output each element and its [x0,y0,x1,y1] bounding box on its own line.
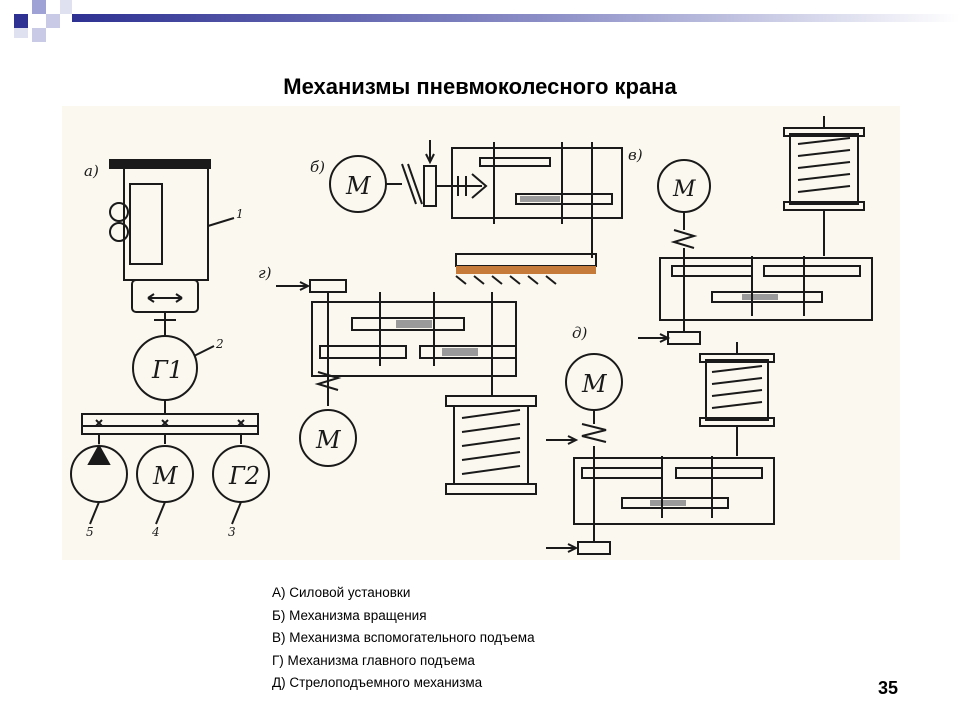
brake-coupling [386,163,423,205]
panel-slewing: б) М [310,140,623,285]
brake-arrow [546,435,579,445]
generator-g2-label: Г2 [228,462,260,490]
slewing-ring-base [456,266,596,274]
drum-flange [445,483,537,495]
gearbox-housing [573,457,775,525]
bevel-gear [471,173,488,199]
gear-teeth [520,196,560,202]
header-square [14,28,28,38]
motor-label: М [315,426,342,454]
engine-side [129,183,163,265]
header-square [32,28,46,42]
header-square [14,14,28,28]
input-shaft [436,176,482,196]
callout-1: 1 [236,207,244,221]
drum-rope [797,137,851,193]
brake-arrow [638,333,671,343]
header-square [60,0,72,14]
gear-stage-3 [419,345,517,359]
callout-line-2 [193,345,215,357]
header-gradient-bar [72,14,960,22]
motor-label: М [152,462,179,490]
gearbox-housing [311,301,517,377]
hoist-drum [789,133,859,205]
motor-label: М [672,177,696,202]
hoist-drum [705,359,769,421]
bearing-marks [95,419,245,427]
kinematic-diagram: а) 1 Г1 2 М Г2 5 [62,106,900,560]
panel-aux-hoist: в) М [628,116,873,345]
figure-legend: А) Силовой установки Б) Механизма вращен… [272,582,535,695]
gear-stage-2 [763,265,861,277]
gear-stage-1 [351,317,465,331]
gear-teeth [742,294,778,300]
coupling [314,371,342,391]
gearbox-shafts [593,446,713,542]
output-shafts [98,434,242,444]
pulley [109,222,129,242]
gear-teeth [442,348,478,356]
gearbox-housing [659,257,873,321]
gear-stage-3 [621,497,729,509]
ground-hatch [455,275,557,285]
panel-label-g: г) [258,264,272,282]
drum-rope [711,365,763,409]
page-number: 35 [878,678,899,698]
gear-stage-1 [479,157,551,167]
panel-label-a: а) [84,162,99,180]
callout-5: 5 [86,525,94,539]
slide-title: Механизмы пневмоколесного крана [283,74,677,99]
coupling [581,410,607,443]
gear-teeth [396,320,432,328]
panel-power-unit: а) 1 Г1 2 М Г2 5 [70,159,270,539]
panel-label-b: б) [310,158,325,176]
brake-arrow [546,543,579,553]
engine-top-plate [109,159,211,169]
panel-main-hoist: г) М [258,264,537,495]
clutch-arrow [147,293,183,303]
panel-boom-hoist: д) М [546,324,775,555]
legend-item-g: Г) Механизма главного подъема [272,652,475,668]
gear-stage-2 [319,345,407,359]
legend-item-v: В) Механизма вспомогательного подъема [272,630,535,645]
callout-3: 3 [228,525,236,539]
callout-4: 4 [151,525,160,539]
legend-item-b: Б) Механизма вращения [272,607,427,623]
gearbox-shafts [327,292,493,406]
generator-g1-label: Г1 [151,356,183,384]
panel-label-v: в) [628,146,643,164]
transfer-gearbox-lower [81,425,259,435]
motor-label: М [345,172,372,200]
pulley [109,202,129,222]
legend-item-a: А) Силовой установки [272,585,411,600]
header-decoration [14,0,960,42]
drive-shaft [154,312,176,336]
gear-stage-3 [711,291,823,303]
brake-arrow [276,281,311,291]
callout-line-1 [207,217,235,227]
drum-rope [461,409,521,475]
panel-label-d: д) [572,324,588,342]
header-square [32,0,46,14]
brake-arrow [425,140,435,165]
coupling [670,212,698,249]
gearbox-shafts [683,248,805,332]
header-square [46,14,60,28]
gearbox-housing [451,147,623,219]
callout-2: 2 [215,337,224,351]
motor [299,409,357,467]
motor-label: М [581,370,608,398]
legend-item-d: Д) Стрелоподъемного механизма [272,675,483,690]
gearbox-shafts [493,142,593,258]
gear-stage-2 [675,467,763,479]
gear-stage-2 [515,193,613,205]
callout-lines-bottom [89,501,242,525]
gear-teeth [650,500,686,506]
pump-symbol [87,443,111,465]
